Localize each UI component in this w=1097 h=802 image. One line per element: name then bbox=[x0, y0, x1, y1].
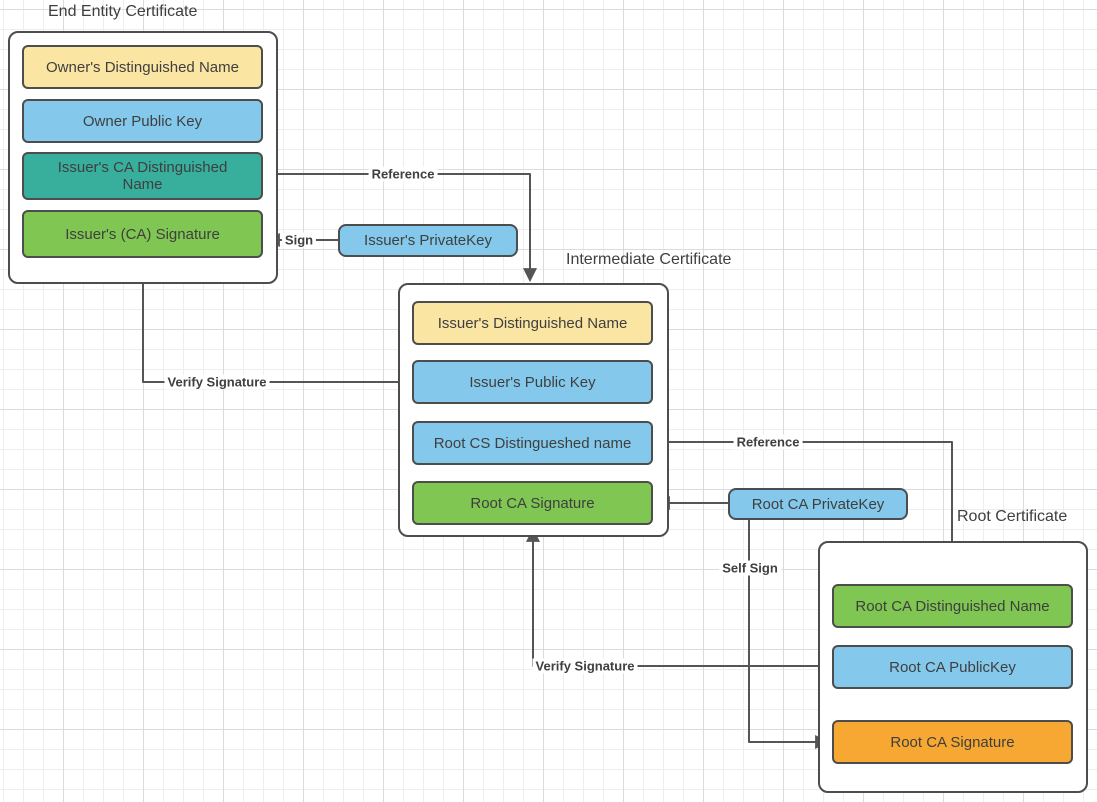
field-owner-public-key: Owner Public Key bbox=[22, 99, 263, 143]
key-label: Root CA PrivateKey bbox=[751, 495, 885, 513]
field-label: Root CA Distinguished Name bbox=[855, 597, 1050, 615]
self-sign-label: Self Sign bbox=[719, 560, 781, 576]
verify-signature-label-1: Verify Signature bbox=[164, 374, 270, 390]
field-label: Issuer's Public Key bbox=[469, 373, 596, 391]
sign-label: Sign bbox=[281, 232, 317, 248]
field-label: Owner's Distinguished Name bbox=[46, 58, 239, 76]
field-issuers-public-key: Issuer's Public Key bbox=[412, 360, 653, 404]
root-certificate-title: Root Certificate bbox=[957, 508, 1068, 525]
field-label: Issuer's Distinguished Name bbox=[437, 314, 628, 332]
field-issuers-distinguished-name: Issuer's Distinguished Name bbox=[412, 301, 653, 345]
field-label: Issuer's CA Distinguished Name bbox=[57, 159, 228, 193]
end-entity-certificate-box: Owner's Distinguished Name Owner Public … bbox=[8, 31, 278, 284]
root-certificate-box: Root CA Distinguished Name Root CA Publi… bbox=[818, 541, 1088, 793]
field-label: Owner Public Key bbox=[82, 112, 203, 130]
field-label: Root CS Distingueshed name bbox=[433, 434, 632, 452]
verify-signature-arrow-2 bbox=[526, 527, 832, 667]
intermediate-certificate-title: Intermediate Certificate bbox=[566, 251, 732, 268]
field-root-ca-signature-root: Root CA Signature bbox=[832, 720, 1073, 764]
field-root-ca-publickey: Root CA PublicKey bbox=[832, 645, 1073, 689]
root-ca-privatekey-box: Root CA PrivateKey bbox=[728, 488, 908, 520]
self-sign-arrow bbox=[748, 519, 830, 749]
field-root-ca-distinguished-name: Root CA Distinguished Name bbox=[832, 584, 1073, 628]
key-label: Issuer's PrivateKey bbox=[364, 232, 492, 249]
field-label: Root CA Signature bbox=[890, 733, 1015, 751]
field-label: Issuer's (CA) Signature bbox=[65, 225, 220, 243]
field-root-ca-signature-intermediate: Root CA Signature bbox=[412, 481, 653, 525]
end-entity-certificate-title: End Entity Certificate bbox=[48, 3, 198, 20]
field-issuers-ca-signature: Issuer's (CA) Signature bbox=[22, 210, 263, 258]
field-issuers-ca-distinguished-name: Issuer's CA Distinguished Name bbox=[22, 152, 263, 200]
verify-signature-label-2: Verify Signature bbox=[532, 658, 638, 674]
field-label: Root CA PublicKey bbox=[889, 658, 1016, 676]
issuers-privatekey-box: Issuer's PrivateKey bbox=[338, 224, 518, 257]
field-label: Root CA Signature bbox=[470, 494, 595, 512]
reference-label-1: Reference bbox=[368, 166, 438, 182]
reference-label-2: Reference bbox=[733, 434, 803, 450]
field-owners-distinguished-name: Owner's Distinguished Name bbox=[22, 45, 263, 89]
field-root-cs-distingueshed-name: Root CS Distingueshed name bbox=[412, 421, 653, 465]
intermediate-certificate-box: Issuer's Distinguished Name Issuer's Pub… bbox=[398, 283, 669, 537]
